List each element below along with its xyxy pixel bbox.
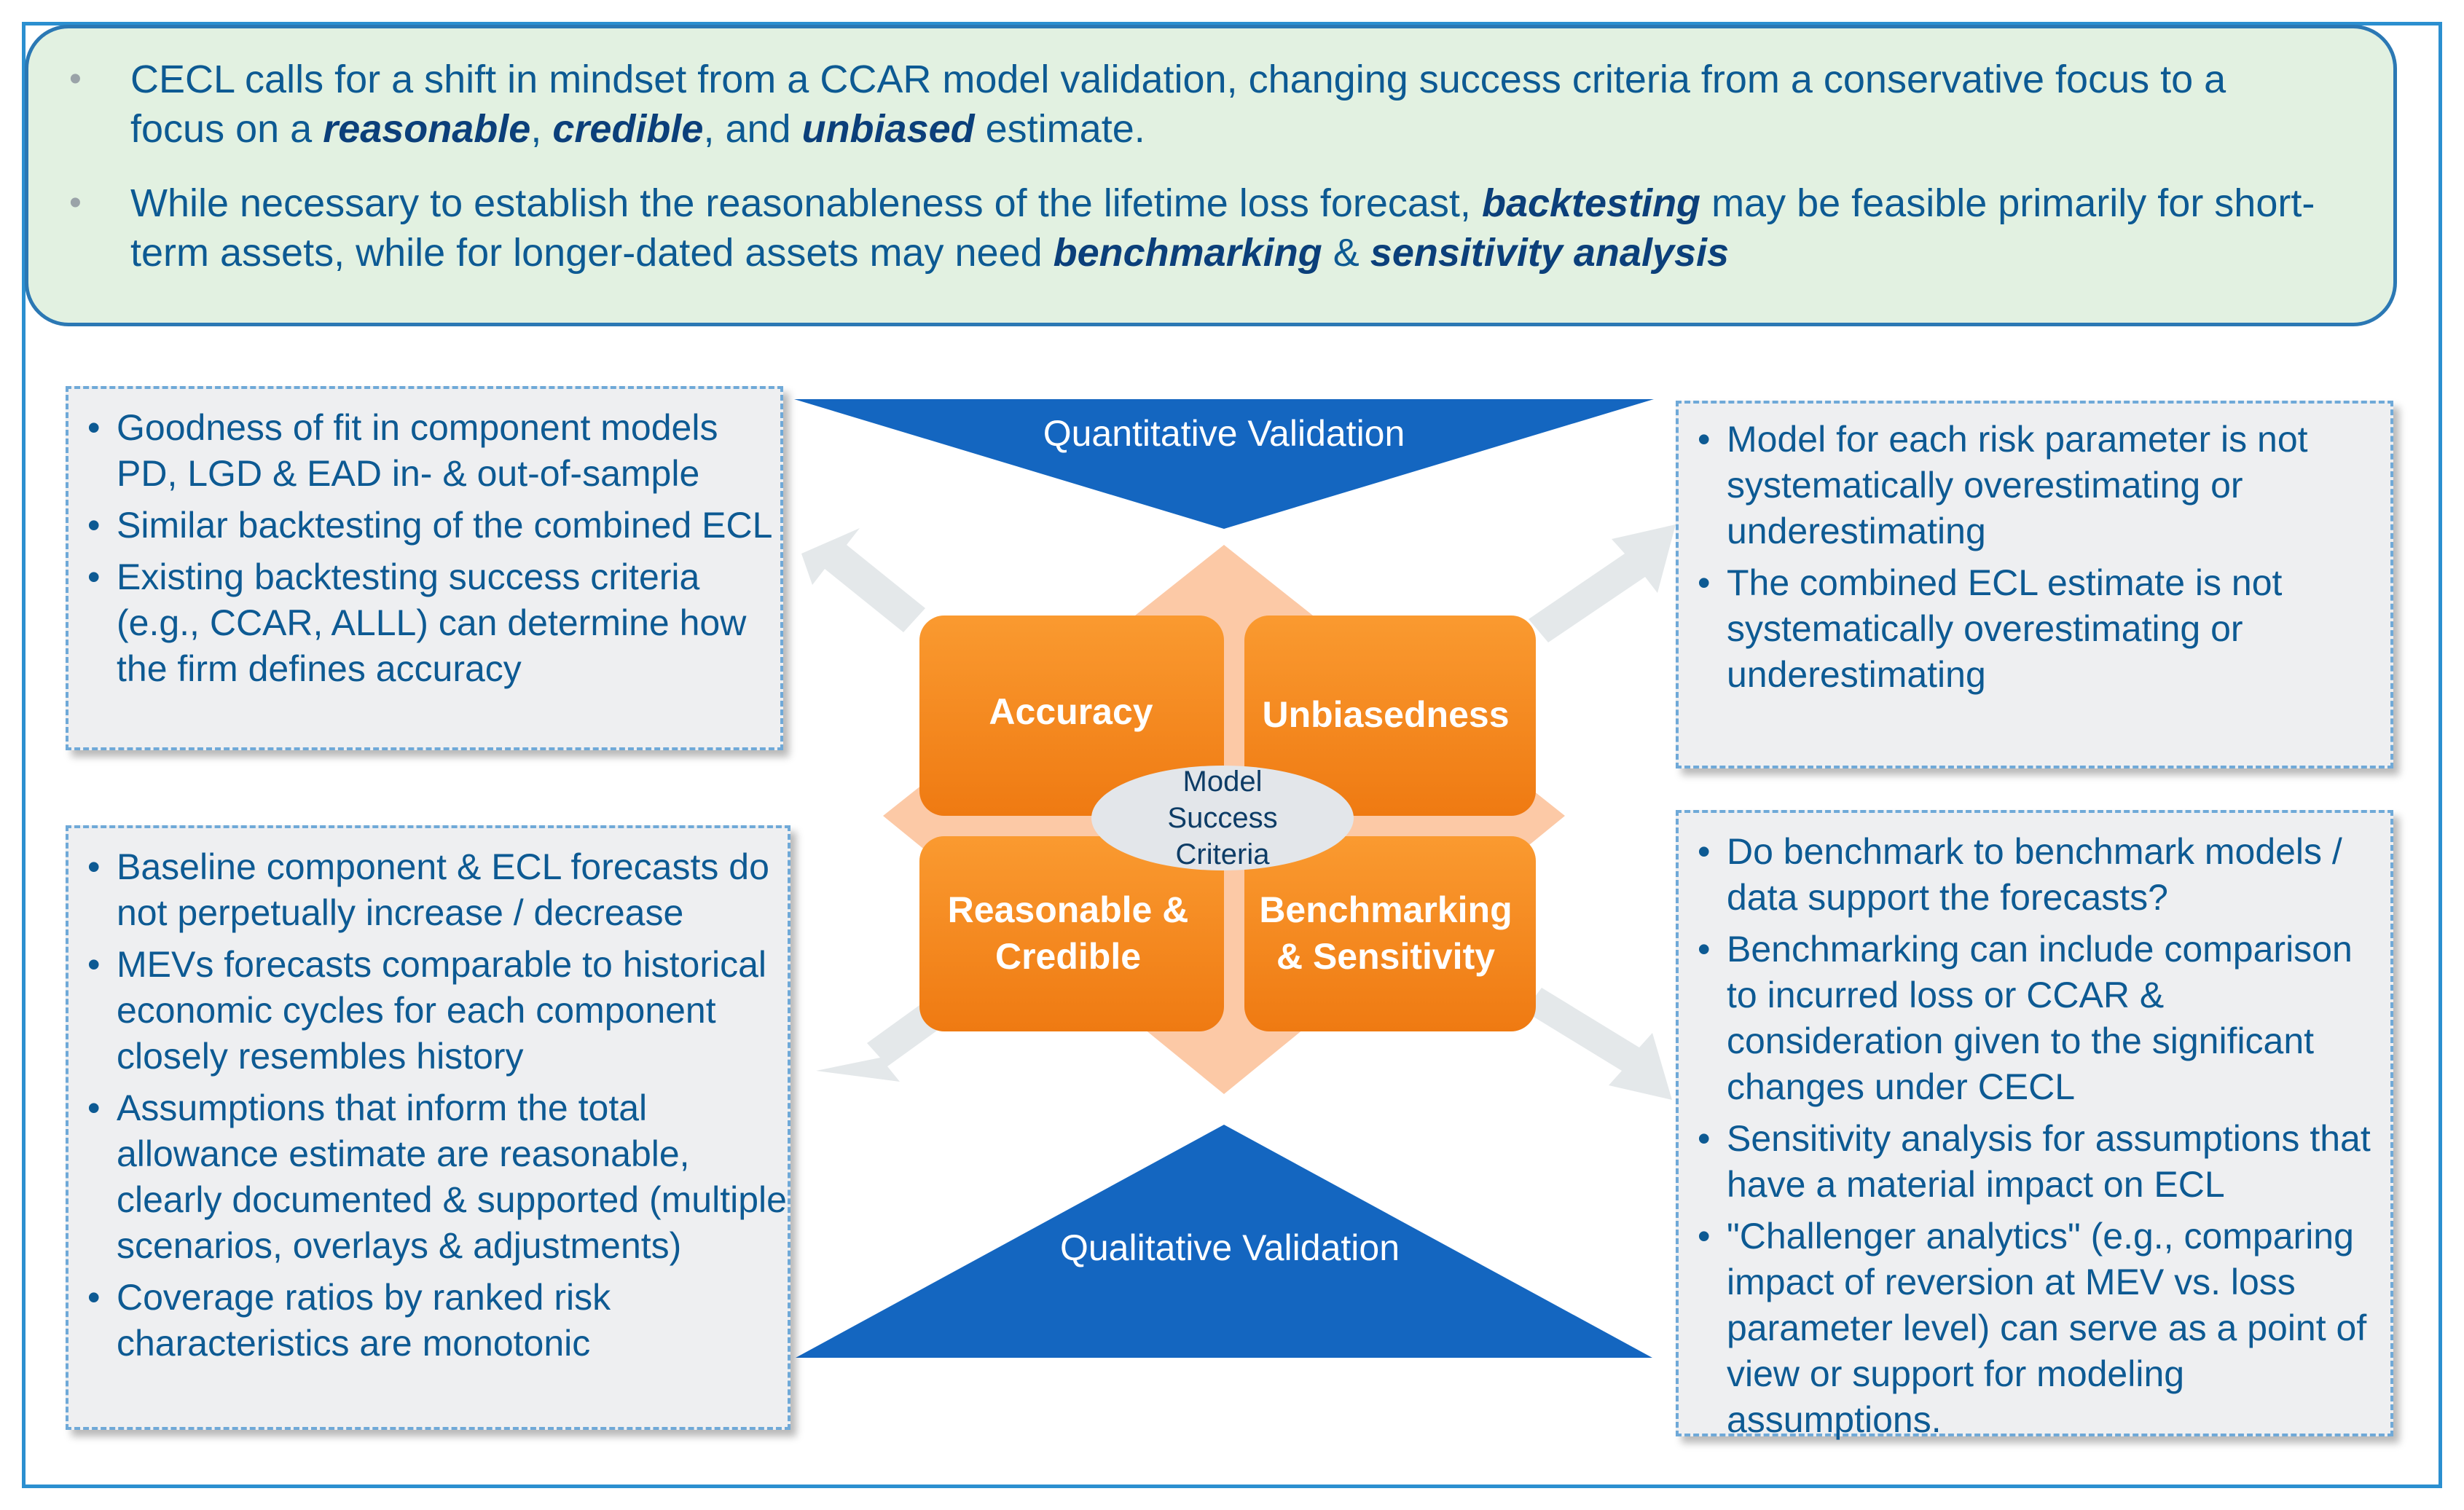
list-item: Do benchmark to benchmark models / data … xyxy=(1679,829,2390,921)
benchmarking-sensitivity-criteria-list: Do benchmark to benchmark models / data … xyxy=(1679,829,2390,1443)
intro-point-2: While necessary to establish the reasona… xyxy=(69,178,2328,278)
list-item: Sensitivity analysis for assumptions tha… xyxy=(1679,1116,2390,1208)
outer-frame xyxy=(22,22,2442,1488)
intro-sep-ampersand: & xyxy=(1333,231,1359,275)
benchmarking-sensitivity-criteria-box: Do benchmark to benchmark models / data … xyxy=(1676,810,2393,1440)
list-item: MEVs forecasts comparable to historical … xyxy=(68,942,788,1080)
intro-callout: CECL calls for a shift in mindset from a… xyxy=(25,25,2397,326)
list-item: Goodness of fit in component models PD, … xyxy=(68,405,780,497)
emphasis-sensitivity-analysis: sensitivity analysis xyxy=(1370,231,1730,275)
unbiasedness-criteria-box: Model for each risk parameter is not sys… xyxy=(1676,401,2393,768)
list-item: Baseline component & ECL forecasts do no… xyxy=(68,844,788,936)
list-item: Coverage ratios by ranked risk character… xyxy=(68,1275,788,1367)
intro-point-1-tail: estimate. xyxy=(985,107,1145,151)
list-item: Model for each risk parameter is not sys… xyxy=(1679,417,2390,554)
intro-sep-comma: , xyxy=(530,107,542,151)
intro-point-2-text: While necessary to establish the reasona… xyxy=(130,181,1471,225)
emphasis-reasonable: reasonable xyxy=(323,107,531,151)
emphasis-benchmarking: benchmarking xyxy=(1053,231,1322,275)
intro-point-2-mid: may be feasible primarily for short-term… xyxy=(130,181,2315,275)
list-item: Existing backtesting success criteria (e… xyxy=(68,554,780,692)
emphasis-credible: credible xyxy=(552,107,704,151)
list-item: Similar backtesting of the combined ECL xyxy=(68,503,780,548)
emphasis-unbiased: unbiased xyxy=(801,107,975,151)
emphasis-backtesting: backtesting xyxy=(1481,181,1701,225)
accuracy-criteria-box: Goodness of fit in component models PD, … xyxy=(66,386,783,750)
unbiasedness-criteria-list: Model for each risk parameter is not sys… xyxy=(1679,417,2390,698)
accuracy-criteria-list: Goodness of fit in component models PD, … xyxy=(68,405,780,692)
intro-point-1-text: CECL calls for a shift in mindset from a… xyxy=(130,58,2226,151)
intro-point-1: CECL calls for a shift in mindset from a… xyxy=(69,55,2328,154)
reasonable-credible-criteria-list: Baseline component & ECL forecasts do no… xyxy=(68,844,788,1367)
list-item: The combined ECL estimate is not systema… xyxy=(1679,560,2390,698)
intro-sep-and: , and xyxy=(703,107,791,151)
list-item: Assumptions that inform the total allowa… xyxy=(68,1085,788,1269)
list-item: "Challenger analytics" (e.g., comparing … xyxy=(1679,1214,2390,1443)
reasonable-credible-criteria-box: Baseline component & ECL forecasts do no… xyxy=(66,825,790,1430)
list-item: Benchmarking can include comparison to i… xyxy=(1679,927,2390,1110)
